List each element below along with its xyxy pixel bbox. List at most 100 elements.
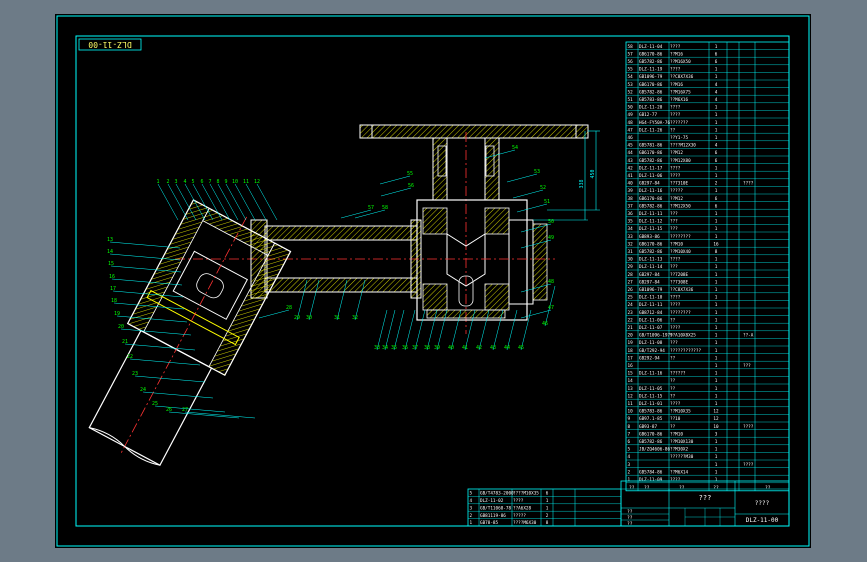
head-centerline: [119, 216, 248, 456]
leader-line-16: [111, 278, 183, 286]
tube-bottom-wall: [264, 277, 418, 293]
balloon-12: 12: [254, 179, 260, 185]
leader-line-17: [112, 290, 184, 298]
sub-bom-row-3-code: GB/T11068-78: [480, 505, 511, 511]
bom-row-3-qty: 1: [715, 462, 718, 468]
balloon-58: 58: [382, 205, 388, 211]
bom-row-19-qty: 1: [715, 340, 718, 346]
head-right-wall: [208, 242, 292, 376]
bom-row-26-no: 26: [628, 287, 634, 293]
bom-row-52-no: 52: [628, 89, 634, 95]
bom-row-35-no: 35: [628, 219, 634, 225]
bom-row-12-no: 12: [628, 393, 634, 399]
bottom-plate: [426, 309, 506, 319]
balloon-40: 40: [448, 345, 454, 351]
bom-row-23-qty: 1: [715, 310, 718, 316]
balloon-45: 45: [518, 345, 524, 351]
leader-line-42: [478, 309, 490, 351]
bom-row-30-no: 30: [628, 257, 634, 263]
bom-row-53-code: GB6170-86: [639, 82, 663, 88]
title-row-label-3: ??: [627, 521, 633, 527]
balloon-53: 53: [534, 169, 540, 175]
bom-row-24-qty: 1: [715, 302, 718, 308]
bom-row-45-name: ????M12X30: [670, 143, 696, 149]
bom-row-7-name: ??M10: [670, 431, 683, 437]
bom-row-32-code: GB6170-86: [639, 241, 663, 247]
bom-row-57-name: ??M16: [670, 51, 683, 57]
bom-row-49-no: 49: [628, 112, 634, 118]
bom-row-14-name: ??: [670, 378, 676, 384]
bom-row-49-code: GB12-77: [639, 112, 658, 118]
bom-row-28-no: 28: [628, 272, 634, 278]
bom-row-48-name: ???????: [670, 120, 689, 126]
bom-row-42-qty: 1: [715, 165, 718, 171]
balloon-38: 38: [424, 345, 430, 351]
gear-key-slot: [458, 275, 474, 307]
leader-line-4: [184, 183, 206, 221]
bom-row-44-qty: 6: [715, 150, 718, 156]
balloon-8: 8: [216, 179, 219, 185]
bom-row-48-qty: 1: [715, 120, 718, 126]
leader-line-47: [520, 309, 552, 319]
bom-row-9-code: GB97.1-85: [639, 416, 663, 422]
bom-row-37-qty: 6: [715, 203, 718, 209]
leader-line-43: [492, 309, 504, 351]
bom-row-18-code: GB/T292-94: [639, 348, 665, 354]
balloon-37: 37: [412, 345, 418, 351]
bom-row-11-code: DLZ-11-01: [639, 401, 663, 407]
bom-row-20-note: ??-A: [743, 333, 754, 339]
leader-line-19: [116, 315, 188, 323]
sub-bom-row-1-code: GB78-85: [480, 520, 499, 526]
bom-row-15-code: DLZ-11-16: [639, 371, 663, 377]
bom-row-9-qty: 12: [713, 416, 719, 422]
balloon-51: 51: [544, 199, 550, 205]
leader-line-20: [120, 328, 192, 336]
bom-row-19-name: ???: [670, 340, 678, 346]
bom-row-35-qty: 1: [715, 219, 718, 225]
bom-row-24-code: DLZ-11-11: [639, 302, 663, 308]
bom-row-8-no: 8: [628, 424, 631, 430]
sub-bom-row-3-qty: 1: [546, 505, 549, 511]
sub-bom-row-2-no: 2: [470, 513, 473, 519]
bom-row-49-name: ????: [670, 112, 681, 118]
spindle-inner-left: [437, 145, 447, 177]
bom-row-39-qty: 1: [715, 188, 718, 194]
balloon-26: 26: [166, 407, 172, 413]
bom-row-13-no: 13: [628, 386, 634, 392]
balloon-13: 13: [107, 237, 113, 243]
sub-bom-row-1-qty: 8: [546, 520, 549, 526]
handwheel-left-hub: [359, 124, 373, 139]
bom-row-34-qty: 1: [715, 226, 718, 232]
bom-row-33-no: 33: [628, 234, 634, 240]
spindle-housing-right: [484, 137, 500, 201]
bom-row-10-name: ??M10X35: [670, 409, 691, 415]
bom-row-42-code: DLZ-11-17: [639, 165, 663, 171]
dimension-a: 338: [579, 179, 585, 188]
balloon-56: 56: [408, 183, 414, 189]
bom-row-7-no: 7: [628, 431, 631, 437]
bom-row-18-no: 18: [628, 348, 634, 354]
title-row-label-1: ??: [627, 509, 633, 515]
bom-row-27-no: 27: [628, 279, 634, 285]
leader-line-2: [167, 183, 189, 221]
leader-line-22: [129, 358, 201, 366]
head-left-wall: [127, 199, 210, 333]
handwheel-right-hub: [575, 124, 589, 139]
bom-row-10-no: 10: [628, 409, 634, 415]
bom-row-18-qty: 1: [715, 348, 718, 354]
bom-row-30-qty: 1: [715, 257, 718, 263]
leader-line-57: [340, 209, 372, 219]
bom-row-55-name: ????: [670, 67, 681, 73]
drawing-code-label: DLZ-11-00: [88, 40, 132, 49]
dimension-b: 450: [590, 169, 596, 178]
balloon-50: 50: [548, 219, 554, 225]
bom-row-38-qty: 6: [715, 196, 718, 202]
bom-row-43-name: ??M12X80: [670, 158, 691, 164]
tube-right-flange: [410, 219, 422, 299]
bom-row-11-no: 11: [628, 401, 634, 407]
bom-row-22-qty: 1: [715, 317, 718, 323]
bom-row-24-no: 24: [628, 302, 634, 308]
balloon-7: 7: [208, 179, 211, 185]
bom-row-44-name: ??M12: [670, 150, 683, 156]
